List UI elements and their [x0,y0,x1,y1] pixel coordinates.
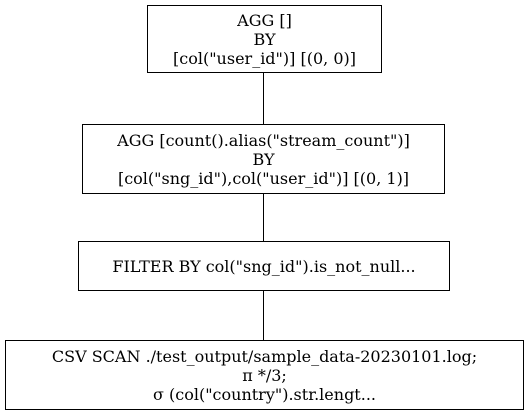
node-agg-count: AGG [count().alias("stream_count")] BY [… [82,124,445,194]
node-filter: FILTER BY col("sng_id").is_not_null... [78,241,450,291]
node-csv-scan: CSV SCAN ./test_output/sample_data-20230… [5,340,524,410]
node-line: AGG [count().alias("stream_count")] [117,130,410,150]
edge-filter-to-csv-scan [263,291,264,340]
node-line: BY [253,29,276,49]
node-line: σ (col("country").str.lengt... [152,384,376,404]
node-line: AGG [] [237,10,292,30]
node-line: FILTER BY col("sng_id").is_not_null... [112,256,416,276]
edge-agg-root-to-agg-count [263,73,264,124]
node-line: [col("user_id")] [(0, 0)] [173,48,356,68]
node-agg-root: AGG [] BY [col("user_id")] [(0, 0)] [147,5,382,73]
edge-agg-count-to-filter [263,194,264,241]
node-line: CSV SCAN ./test_output/sample_data-20230… [51,346,478,366]
node-line: π */3; [242,365,287,385]
node-line: BY [252,149,275,169]
node-line: [col("sng_id"),col("user_id")] [(0, 1)] [117,168,410,188]
